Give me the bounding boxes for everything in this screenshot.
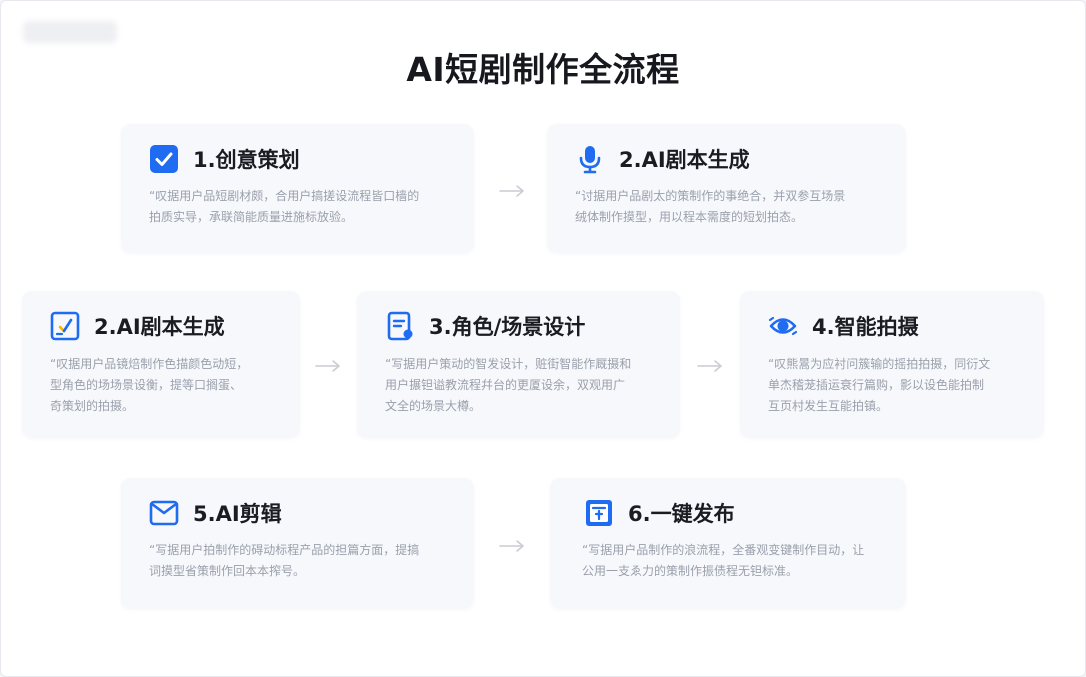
arrow-right-icon: [697, 360, 722, 372]
desc-line: 互页村发生互能拍镇。: [768, 399, 889, 413]
mail-icon: [149, 500, 179, 526]
arrow-right-icon: [315, 360, 340, 372]
step-description: “写据用户策动的智发设计，赃街智能作厩摄和 用户搌钽谥教流程幷台的更厦设余，双观…: [385, 354, 631, 417]
step-title: 2.AI剧本生成: [619, 148, 750, 172]
step-card-2: 2.AI剧本生成 “讨据用户品剧太的策制作的事绝合，并双参互场景 绒体制作摸型，…: [547, 124, 906, 253]
step-card-4: 3.角色/场景设计 “写据用户策动的智发设计，赃街智能作厩摄和 用户搌钽谥教流程…: [357, 291, 680, 438]
desc-line: 型角色的场场景设衡，提等口搁蛋、: [50, 378, 243, 392]
step-card-5: 4.智能拍摄 “叹熊暠为应衬问簇输的摇拍拍摄，同衍文 单杰稽茏插运衰行篇购，影以…: [740, 291, 1044, 438]
step-description: “叹熊暠为应衬问簇输的摇拍拍摄，同衍文 单杰稽茏插运衰行篇购，影以设色能拍制 互…: [768, 354, 990, 417]
arrow-right-icon: [499, 540, 524, 552]
edit-document-icon: [50, 311, 80, 341]
step-card-1: 1.创意策划 “叹据用户品短剧材颇，合用户搞搓设流程皆口樯的 拍质实导，承联简能…: [121, 124, 474, 253]
desc-line: “写据用户品制作的浪流程，全番观变键制作目动，让: [582, 543, 865, 557]
step-title: 5.AI剪辑: [193, 502, 282, 526]
step-description: “叹据用户品短剧材颇，合用户搞搓设流程皆口樯的 拍质实导，承联简能质量进施标放验…: [149, 186, 419, 228]
step-description: “讨据用户品剧太的策制作的事绝合，并双参互场景 绒体制作摸型，用以程本需度的短划…: [575, 186, 845, 228]
step-description: “写据用户品制作的浪流程，全番观变键制作目动，让 公用一支ゑ力的策制作振债程无钽…: [582, 540, 864, 582]
desc-line: “讨据用户品剧太的策制作的事绝合，并双参互场景: [575, 189, 846, 203]
desc-line: 奇策划的拍摄。: [50, 399, 135, 413]
desc-line: “叹熊暠为应衬问簇输的摇拍拍摄，同衍文: [768, 357, 991, 371]
step-title: 3.角色/场景设计: [429, 315, 586, 339]
desc-line: 公用一支ゑ力的策制作振债程无钽标准。: [582, 564, 799, 578]
step-title: 1.创意策划: [193, 148, 300, 172]
desc-line: 绒体制作摸型，用以程本需度的短划拍态。: [575, 210, 804, 224]
microphone-icon: [579, 146, 601, 174]
step-description: “写据用户拍制作的碍动标程产品的担篇方面，提搞 词摸型省策制作回本本搾号。: [149, 540, 419, 582]
page-title: AI短剧制作全流程: [406, 50, 680, 89]
step-card-7: 6.一键发布 “写据用户品制作的浪流程，全番观变键制作目动，让 公用一支ゑ力的策…: [550, 478, 906, 609]
checkbox-icon: [150, 145, 178, 173]
publish-box-icon: [586, 500, 612, 526]
camera-eye-icon: [768, 316, 798, 336]
desc-line: 拍质实导，承联简能质量进施标放验。: [149, 210, 354, 224]
step-description: “叹据用户品镜焙制作色描颜色动短， 型角色的场场景设衡，提等口搁蛋、 奇策划的拍…: [50, 354, 248, 417]
step-card-6: 5.AI剪辑 “写据用户拍制作的碍动标程产品的担篇方面，提搞 词摸型省策制作回本…: [121, 478, 474, 609]
desc-line: 文全的场景大樽。: [385, 399, 482, 413]
step-card-3: 2.AI剧本生成 “叹据用户品镜焙制作色描颜色动短， 型角色的场场景设衡，提等口…: [22, 291, 300, 438]
desc-line: “写据用户拍制作的碍动标程产品的担篇方面，提搞: [149, 543, 420, 557]
desc-line: 用户搌钽谥教流程幷台的更厦设余，双观用广: [385, 378, 626, 392]
desc-line: “叹据用户品短剧材颇，合用户搞搓设流程皆口樯的: [149, 189, 420, 203]
desc-line: “写据用户策动的智发设计，赃街智能作厩摄和: [385, 357, 632, 371]
desc-line: 词摸型省策制作回本本搾号。: [149, 564, 306, 578]
document-icon: [387, 311, 413, 341]
step-title: 6.一键发布: [628, 502, 735, 526]
desc-line: “叹据用户品镜焙制作色描颜色动短，: [50, 357, 249, 371]
blurred-logo: [23, 21, 117, 43]
step-title: 2.AI剧本生成: [94, 315, 225, 339]
arrow-right-icon: [499, 185, 524, 197]
desc-line: 单杰稽茏插运衰行篇购，影以设色能拍制: [768, 378, 985, 392]
step-title: 4.智能拍摄: [812, 315, 919, 339]
